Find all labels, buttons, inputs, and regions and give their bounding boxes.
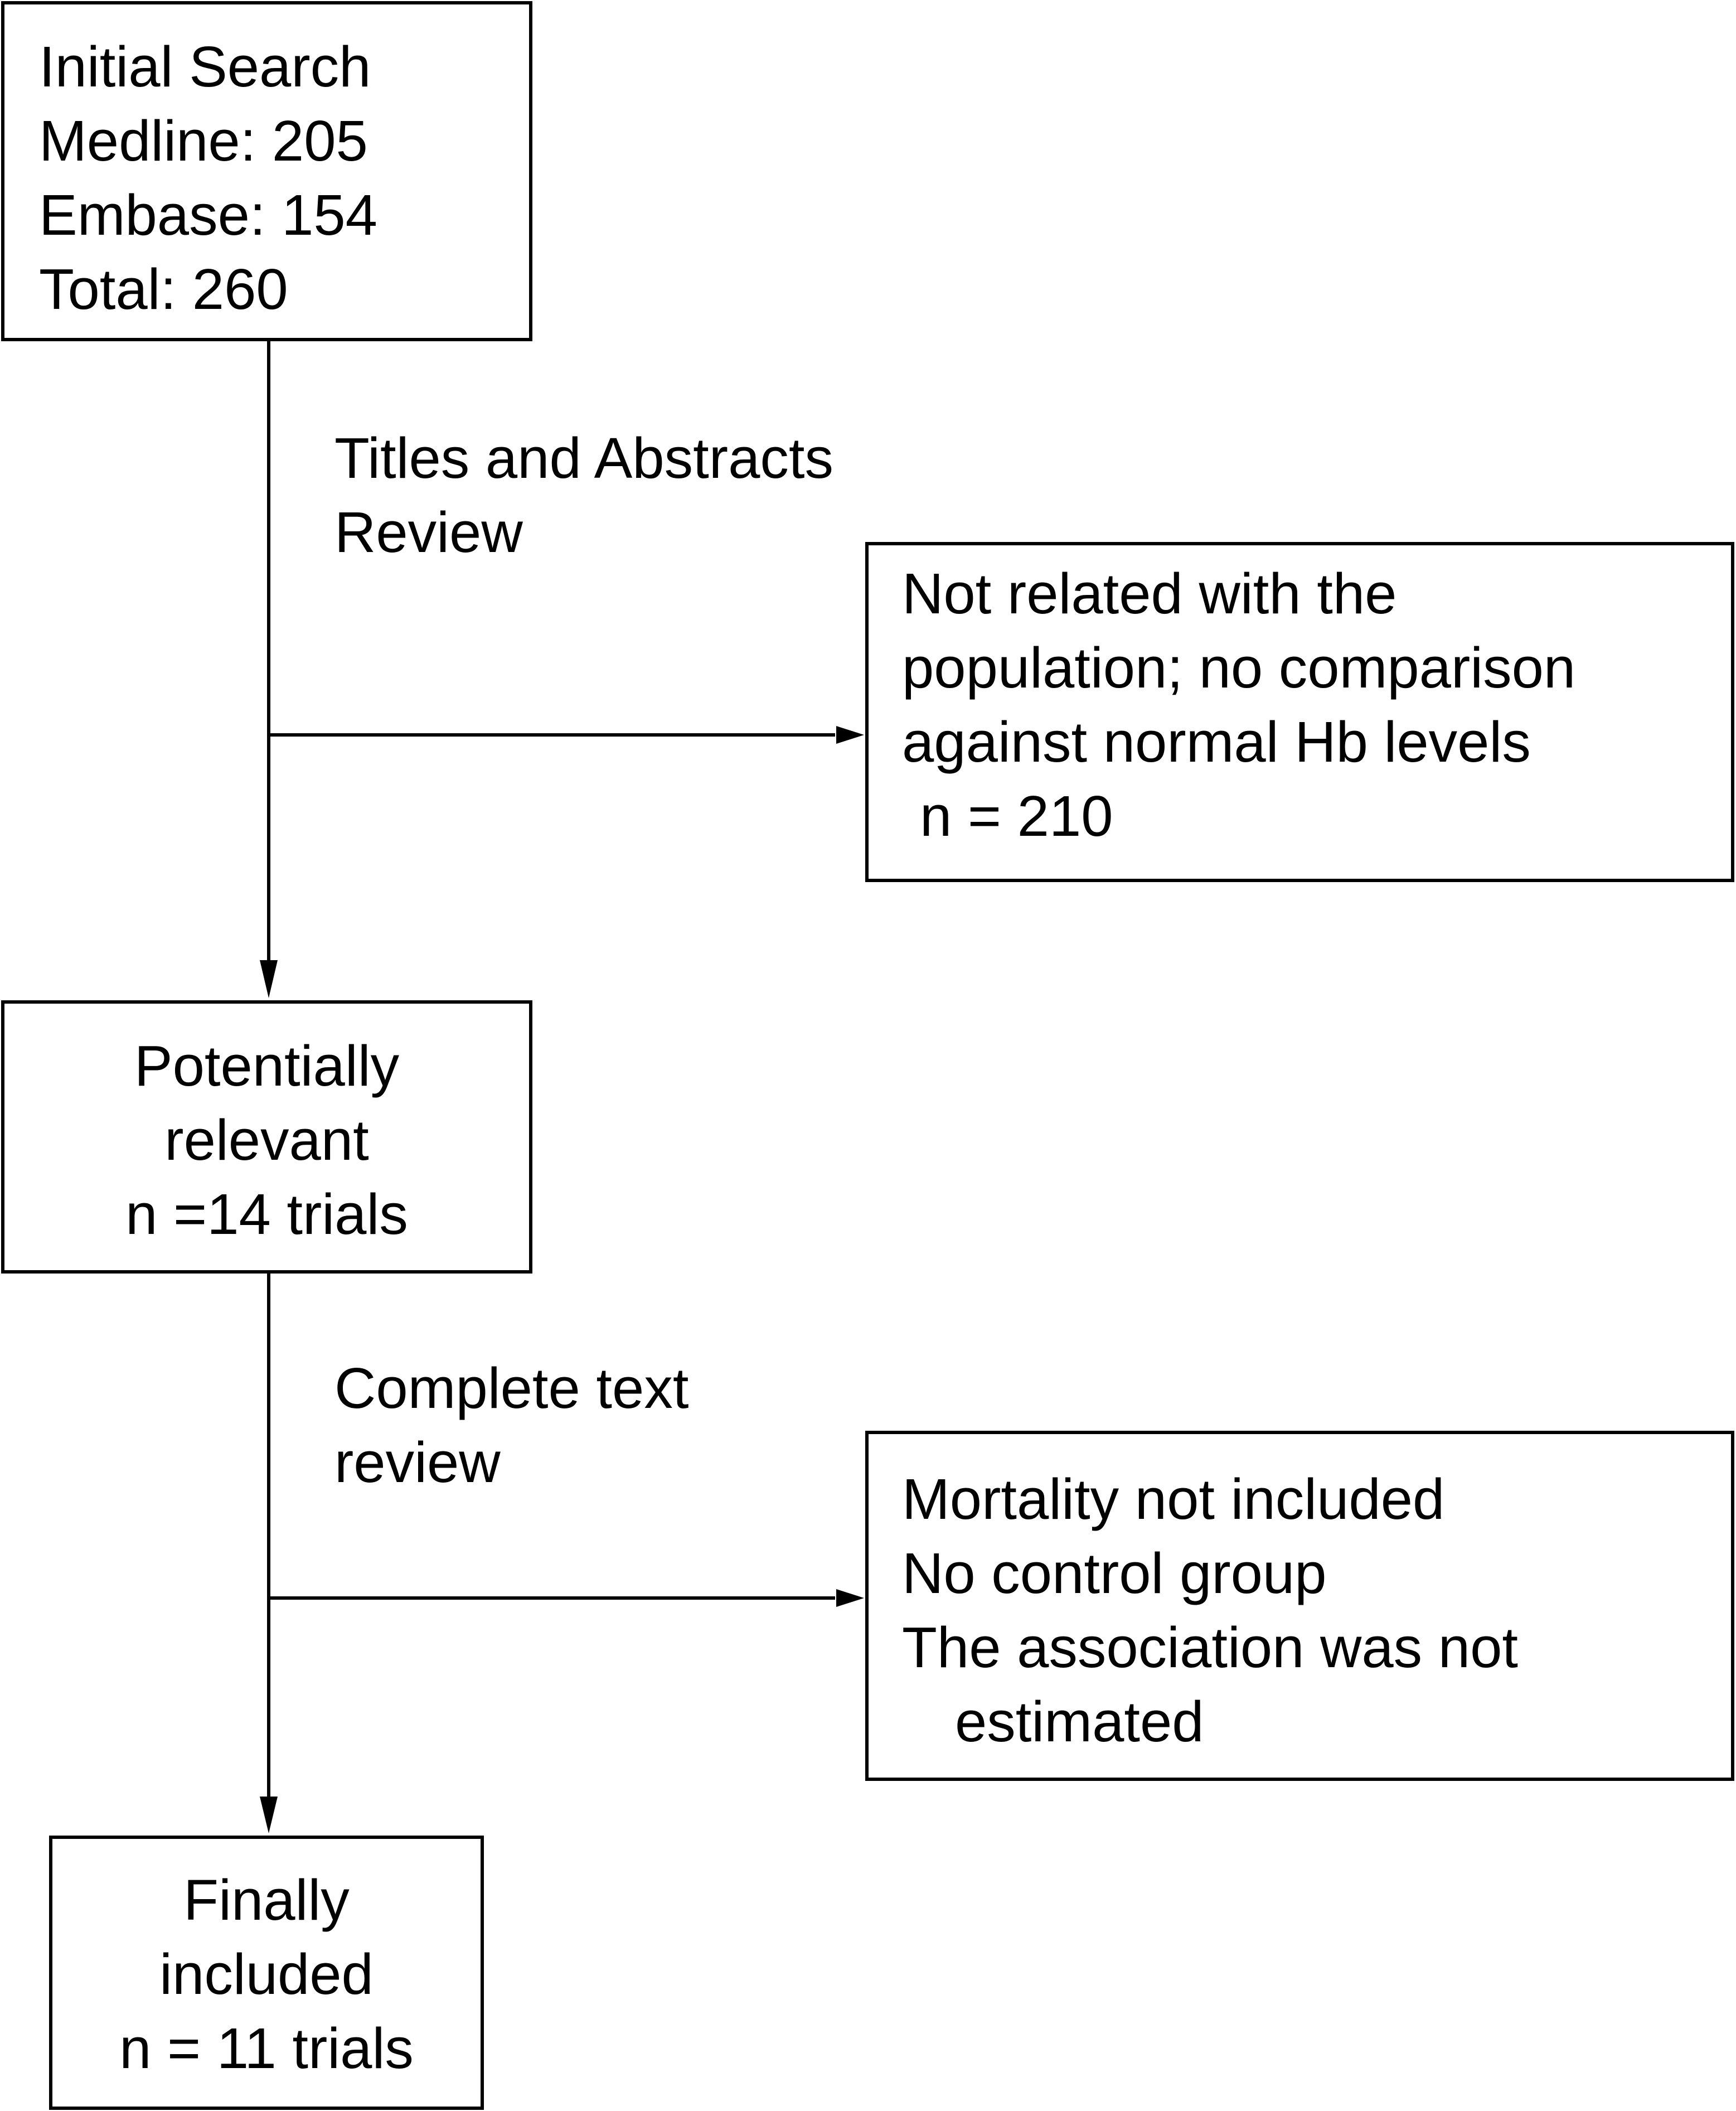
exclusion-reason: Mortality not included (902, 1467, 1445, 1531)
arrowhead-down-icon (260, 1797, 278, 1833)
step-label-complete-text: Complete text review (334, 1351, 688, 1499)
arrowhead-down-icon (260, 960, 278, 998)
medline-count: Medline: 205 (39, 109, 368, 173)
arrowhead-right-icon (836, 726, 864, 744)
potentially-relevant-count: n =14 trials (125, 1182, 408, 1246)
total-count: Total: 260 (39, 257, 288, 321)
step-label-line: Complete text (334, 1356, 689, 1420)
potentially-relevant-title: Potentially (134, 1034, 400, 1098)
exclusion-reason: against normal Hb levels (902, 710, 1531, 774)
potentially-relevant-box: Potentially relevant n =14 trials (1, 1000, 532, 1274)
exclusion-box-1: Not related with the population; no comp… (865, 542, 1734, 882)
finally-included-title: Finally (183, 1868, 350, 1932)
exclusion-reason: estimated (955, 1689, 1204, 1754)
finally-included-box: Finally included n = 11 trials (49, 1836, 484, 2110)
exclusion-count: n = 210 (920, 784, 1113, 848)
initial-search-title: Initial Search (39, 35, 371, 99)
step-label-line: review (334, 1430, 501, 1494)
exclusion-box-2: Mortality not included No control group … (865, 1431, 1734, 1781)
potentially-relevant-title: relevant (164, 1108, 369, 1172)
exclusion-reason: Not related with the (902, 561, 1397, 626)
step-label-line: Titles and Abstracts (334, 426, 833, 490)
initial-search-box: Initial Search Medline: 205 Embase: 154 … (1, 1, 532, 341)
embase-count: Embase: 154 (39, 183, 377, 247)
step-label-titles-abstracts: Titles and Abstracts Review (334, 421, 833, 569)
exclusion-reason: No control group (902, 1541, 1327, 1605)
arrowhead-right-icon (836, 1589, 864, 1607)
exclusion-reason: The association was not (902, 1615, 1518, 1679)
finally-included-count: n = 11 trials (119, 2016, 414, 2080)
exclusion-reason: population; no comparison (902, 636, 1576, 700)
step-label-line: Review (334, 500, 523, 564)
finally-included-title: included (159, 1942, 374, 2006)
